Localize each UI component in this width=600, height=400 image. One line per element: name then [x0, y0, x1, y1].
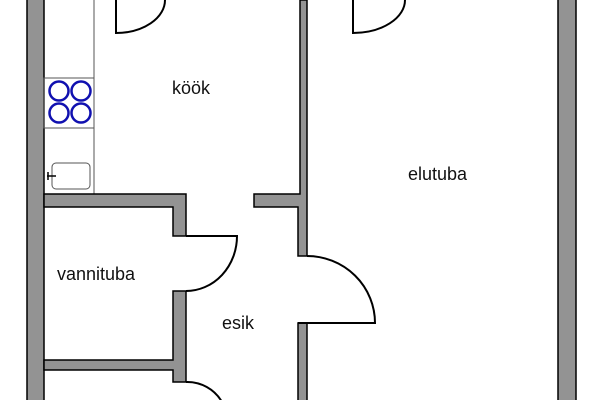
- living-room-top-door: [352, 0, 406, 35]
- wall-kitchen-living: [253, 0, 308, 257]
- wall-kitchen-bathroom: [43, 193, 187, 237]
- outer-wall-left: [26, 0, 45, 400]
- sink-icon: [44, 127, 94, 190]
- bathroom-door: [185, 235, 239, 292]
- room-label-hall: esik: [222, 313, 255, 333]
- outer-wall-right: [557, 0, 577, 400]
- living-room-door: [298, 255, 377, 324]
- wall-hall-living: [297, 322, 308, 400]
- bottom-room-door: [185, 380, 222, 400]
- stove-icon: [43, 77, 95, 129]
- room-label-bathroom: vannituba: [57, 264, 136, 284]
- kitchen-door: [115, 0, 166, 35]
- room-label-living-room: elutuba: [408, 164, 468, 184]
- wall-bathroom-hall: [43, 290, 187, 383]
- room-label-kitchen: köök: [172, 78, 211, 98]
